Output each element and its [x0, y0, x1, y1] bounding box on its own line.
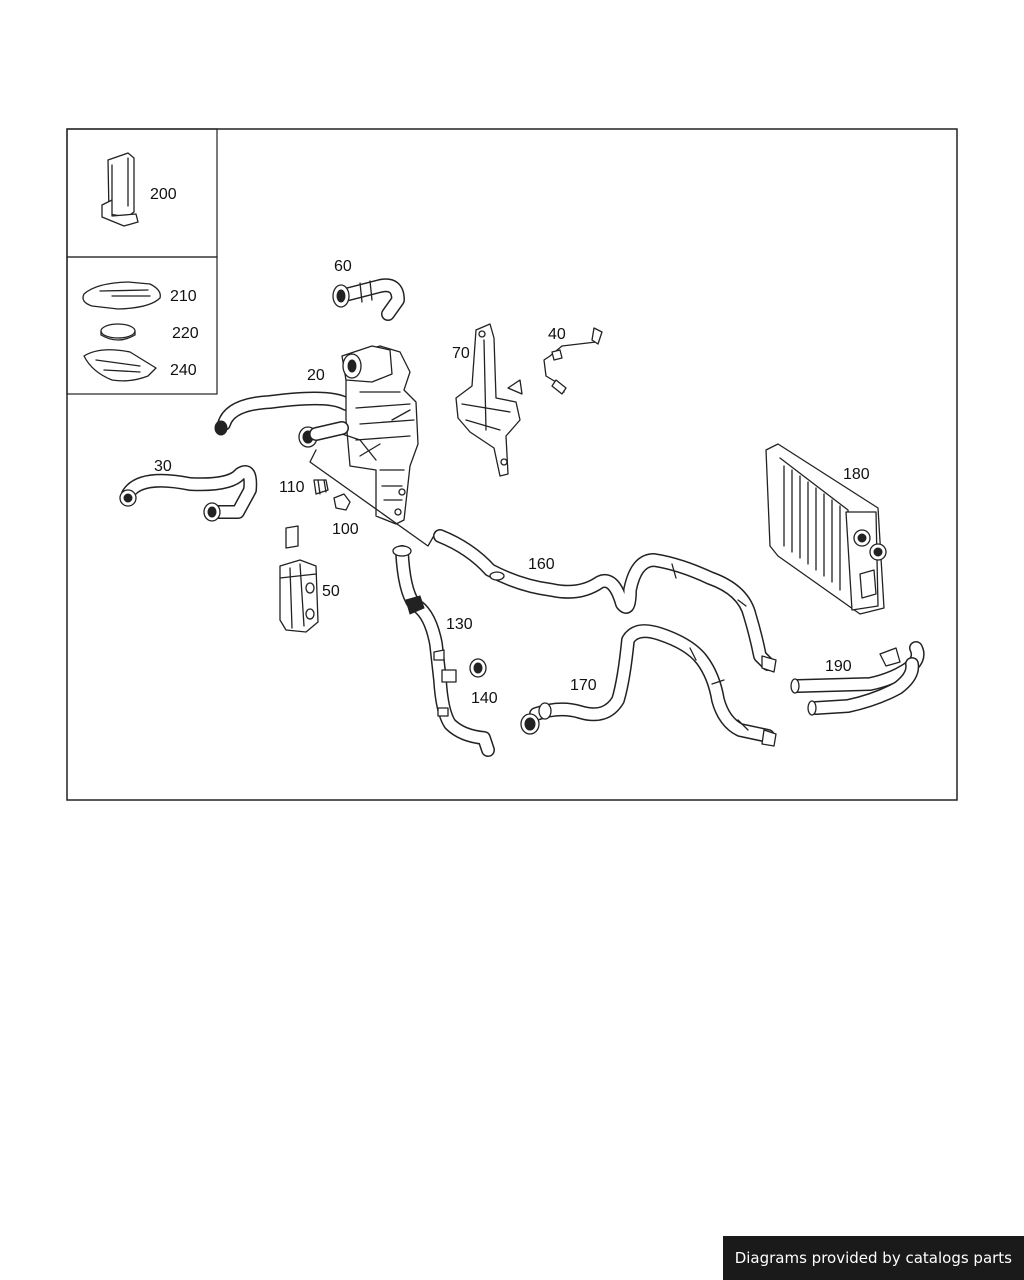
- label-100: 100: [332, 521, 359, 538]
- part-60-pipe[interactable]: [332, 278, 405, 321]
- footer-text: Diagrams provided by catalogs parts: [734, 1249, 1012, 1267]
- label-240: 240: [170, 362, 197, 379]
- part-110-fitting[interactable]: [313, 479, 329, 495]
- inset-box-200: [66, 128, 218, 258]
- label-40: 40: [548, 326, 566, 343]
- inset-box-210-240: [66, 256, 218, 395]
- part-140-grommet[interactable]: [469, 658, 487, 678]
- part-170-hose[interactable]: [520, 624, 777, 747]
- part-30-hose[interactable]: [119, 465, 258, 522]
- label-50: 50: [322, 583, 340, 600]
- part-200-filter[interactable]: [101, 152, 139, 227]
- part-130-hose[interactable]: [392, 545, 495, 757]
- part-100-clip[interactable]: [333, 493, 351, 511]
- diagram-frame: [66, 128, 958, 801]
- label-140: 140: [471, 690, 498, 707]
- part-70-bracket[interactable]: [455, 323, 523, 477]
- part-240-cover[interactable]: [83, 349, 157, 382]
- label-210: 210: [170, 288, 197, 305]
- part-190-pipes[interactable]: [790, 641, 925, 716]
- footer-banner: Diagrams provided by catalogs parts: [722, 1236, 1024, 1280]
- label-160: 160: [528, 556, 555, 573]
- part-220-seal[interactable]: [100, 323, 136, 341]
- leader-line-20: [309, 449, 437, 547]
- label-220: 220: [172, 325, 199, 342]
- part-50-pump[interactable]: [279, 525, 319, 633]
- label-130: 130: [446, 616, 473, 633]
- part-180-heater-core[interactable]: [765, 443, 887, 615]
- part-160-hose[interactable]: [433, 529, 777, 673]
- label-110: 110: [279, 479, 305, 496]
- label-70: 70: [452, 345, 470, 362]
- label-180: 180: [843, 466, 870, 483]
- label-200: 200: [150, 186, 177, 203]
- part-40-sensor[interactable]: [543, 327, 603, 395]
- label-20: 20: [307, 367, 325, 384]
- label-170: 170: [570, 677, 597, 694]
- label-190: 190: [825, 658, 852, 675]
- part-210-cover[interactable]: [82, 281, 161, 310]
- label-60: 60: [334, 258, 352, 275]
- part-20-heater-unit[interactable]: [214, 345, 419, 525]
- label-30: 30: [154, 458, 172, 475]
